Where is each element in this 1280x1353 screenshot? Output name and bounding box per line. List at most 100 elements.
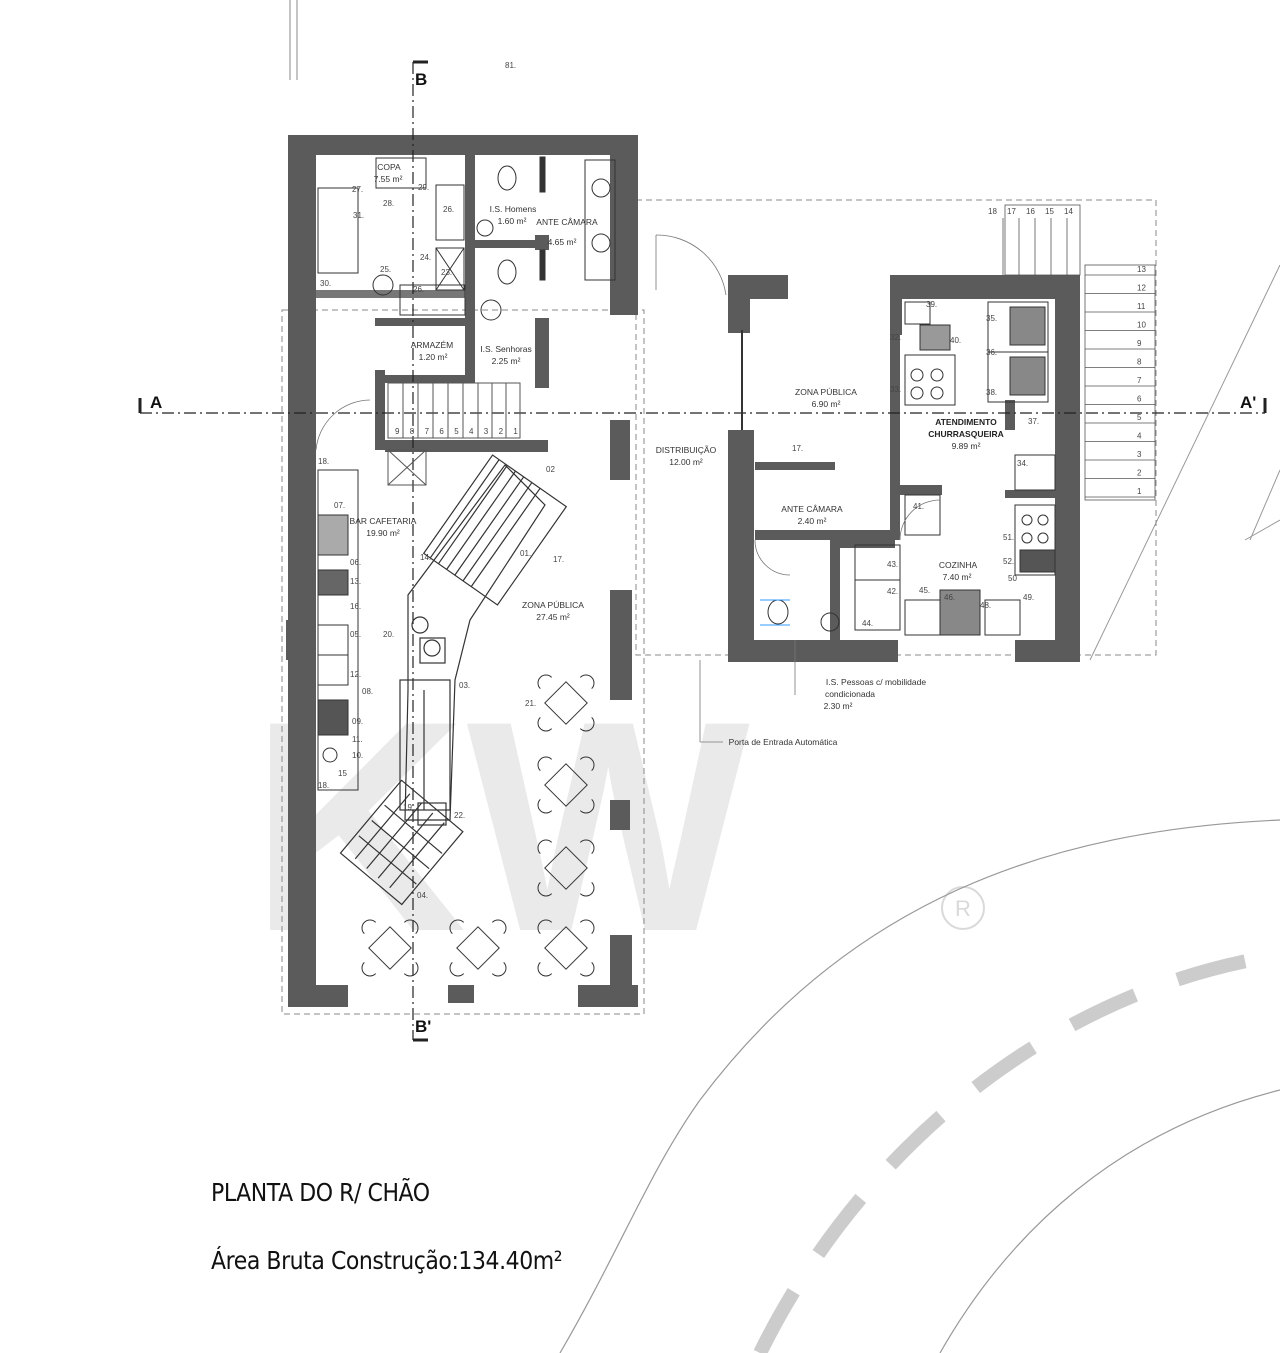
section-a2-label: A' — [1240, 393, 1256, 412]
tag-52: 52. — [1003, 557, 1014, 566]
road-curves — [559, 264, 1280, 1353]
room-armazem-area: 1.20 m² — [419, 352, 448, 362]
tag-19: 19. — [403, 803, 414, 812]
stair-number: 7 — [1137, 376, 1142, 385]
tag-20: 20. — [383, 630, 394, 639]
tag-11: 11. — [352, 735, 363, 744]
tag-26: 26. — [443, 205, 454, 214]
tag-13: 13. — [350, 577, 361, 586]
stairs-left — [387, 382, 521, 486]
room-zona-publica: ZONA PÚBLICA — [522, 600, 584, 610]
stair-number: 6 — [439, 427, 444, 436]
room-cozinha-area: 7.40 m² — [943, 572, 972, 582]
stair-number: 9 — [395, 427, 400, 436]
stair-number: 4 — [469, 427, 474, 436]
stair-number: 3 — [1137, 450, 1142, 459]
stair-number: 4 — [1137, 432, 1142, 441]
tag-46: 46. — [944, 593, 955, 602]
plan-title: PLANTA DO R/ CHÃO — [211, 1178, 430, 1207]
tag-21: 21. — [525, 699, 536, 708]
room-ante-camara: ANTE CÂMARA — [536, 217, 598, 227]
tag-45: 45. — [919, 586, 930, 595]
room-distribuicao: DISTRIBUIÇÃO — [656, 445, 717, 455]
room-is-senhoras: I.S. Senhoras — [480, 344, 532, 354]
tag-81: 81. — [505, 61, 516, 70]
tag-39: 39. — [926, 300, 937, 309]
tag-18b: 18. — [318, 781, 329, 790]
tag-17b: 17. — [792, 444, 803, 453]
tag-09: 09. — [352, 717, 363, 726]
tag-22: 22. — [454, 811, 465, 820]
room-is-mob-area: 2.30 m² — [824, 701, 853, 711]
tag-15: 15 — [338, 769, 347, 778]
tag-24: 24. — [420, 253, 431, 262]
stair-number: 6 — [1137, 395, 1142, 404]
table-with-chairs — [537, 839, 595, 897]
stair-number: 8 — [1137, 358, 1142, 367]
room-is-homens-area: 1.60 m² — [498, 216, 527, 226]
right-fixtures — [741, 301, 1056, 636]
stair-number: 10 — [1137, 321, 1146, 330]
room-is-homens: I.S. Homens — [490, 204, 537, 214]
bar-counter — [339, 454, 568, 906]
tag-50: 50 — [1008, 574, 1017, 583]
stair-number: 2 — [499, 427, 504, 436]
section-b-label: B — [415, 70, 427, 89]
stair-number: 13 — [1137, 265, 1146, 274]
tag-49: 49. — [1023, 593, 1034, 602]
stair-number: 1 — [513, 427, 518, 436]
stair-number: 15 — [1045, 207, 1054, 216]
tag-41: 41. — [913, 502, 924, 511]
tag-40: 40. — [950, 336, 961, 345]
tag-02: 02 — [546, 465, 555, 474]
tag-32: 32. — [890, 333, 901, 342]
gross-area: Área Bruta Construção:134.40m² — [211, 1246, 563, 1275]
tables-and-chairs — [361, 674, 595, 977]
stair-number: 5 — [1137, 413, 1142, 422]
tag-06: 06. — [350, 558, 361, 567]
svg-text:R: R — [955, 896, 971, 921]
equipment-tags: 02 01. 17. 14. 03. 20. 21. 22. 19. 04. 1… — [318, 61, 1039, 900]
stair-number: 8 — [410, 427, 415, 436]
room-churrasqueira: CHURRASQUEIRA — [928, 429, 1004, 439]
section-b2-label: B' — [415, 1017, 431, 1036]
tag-07: 07. — [334, 501, 345, 510]
tag-42: 42. — [887, 587, 898, 596]
stair-number: 9 — [1137, 339, 1142, 348]
tag-44: 44. — [862, 619, 873, 628]
tag-17: 17. — [553, 555, 564, 564]
room-atendimento-area: 9.89 m² — [952, 441, 981, 451]
tag-12: 12. — [350, 670, 361, 679]
tag-16: 16. — [350, 602, 361, 611]
tag-43: 43. — [887, 560, 898, 569]
tag-18a: 18. — [318, 457, 329, 466]
stair-number: 7 — [425, 427, 430, 436]
section-a-label: A — [150, 393, 162, 412]
table-with-chairs — [537, 919, 595, 977]
stair-number: 1 — [1137, 487, 1142, 496]
back-counter-equipment — [317, 469, 359, 791]
room-distribuicao-area: 12.00 m² — [669, 457, 703, 467]
section-lines — [138, 60, 1267, 1042]
stair-number: 5 — [454, 427, 459, 436]
stair-number: 2 — [1137, 469, 1142, 478]
porta-entrada-label: Porta de Entrada Automática — [729, 737, 838, 747]
tag-35: 35. — [986, 314, 997, 323]
tag-51: 51. — [1003, 533, 1014, 542]
tag-14: 14. — [420, 553, 431, 562]
stair-number: 18 — [988, 207, 997, 216]
table-with-chairs — [537, 674, 595, 732]
room-is-senhoras-area: 2.25 m² — [492, 356, 521, 366]
room-zona-publica-area: 27.45 m² — [536, 612, 570, 622]
table-with-chairs — [449, 919, 507, 977]
tag-30: 30. — [320, 279, 331, 288]
stair-number: 11 — [1137, 302, 1146, 311]
room-bar: BAR CAFETARIA — [350, 516, 417, 526]
room-atendimento: ATENDIMENTO — [935, 417, 997, 427]
tag-33: 33. — [890, 385, 901, 394]
tag-23: 23. — [441, 268, 452, 277]
room-is-mob-2: condicionada — [825, 689, 875, 699]
